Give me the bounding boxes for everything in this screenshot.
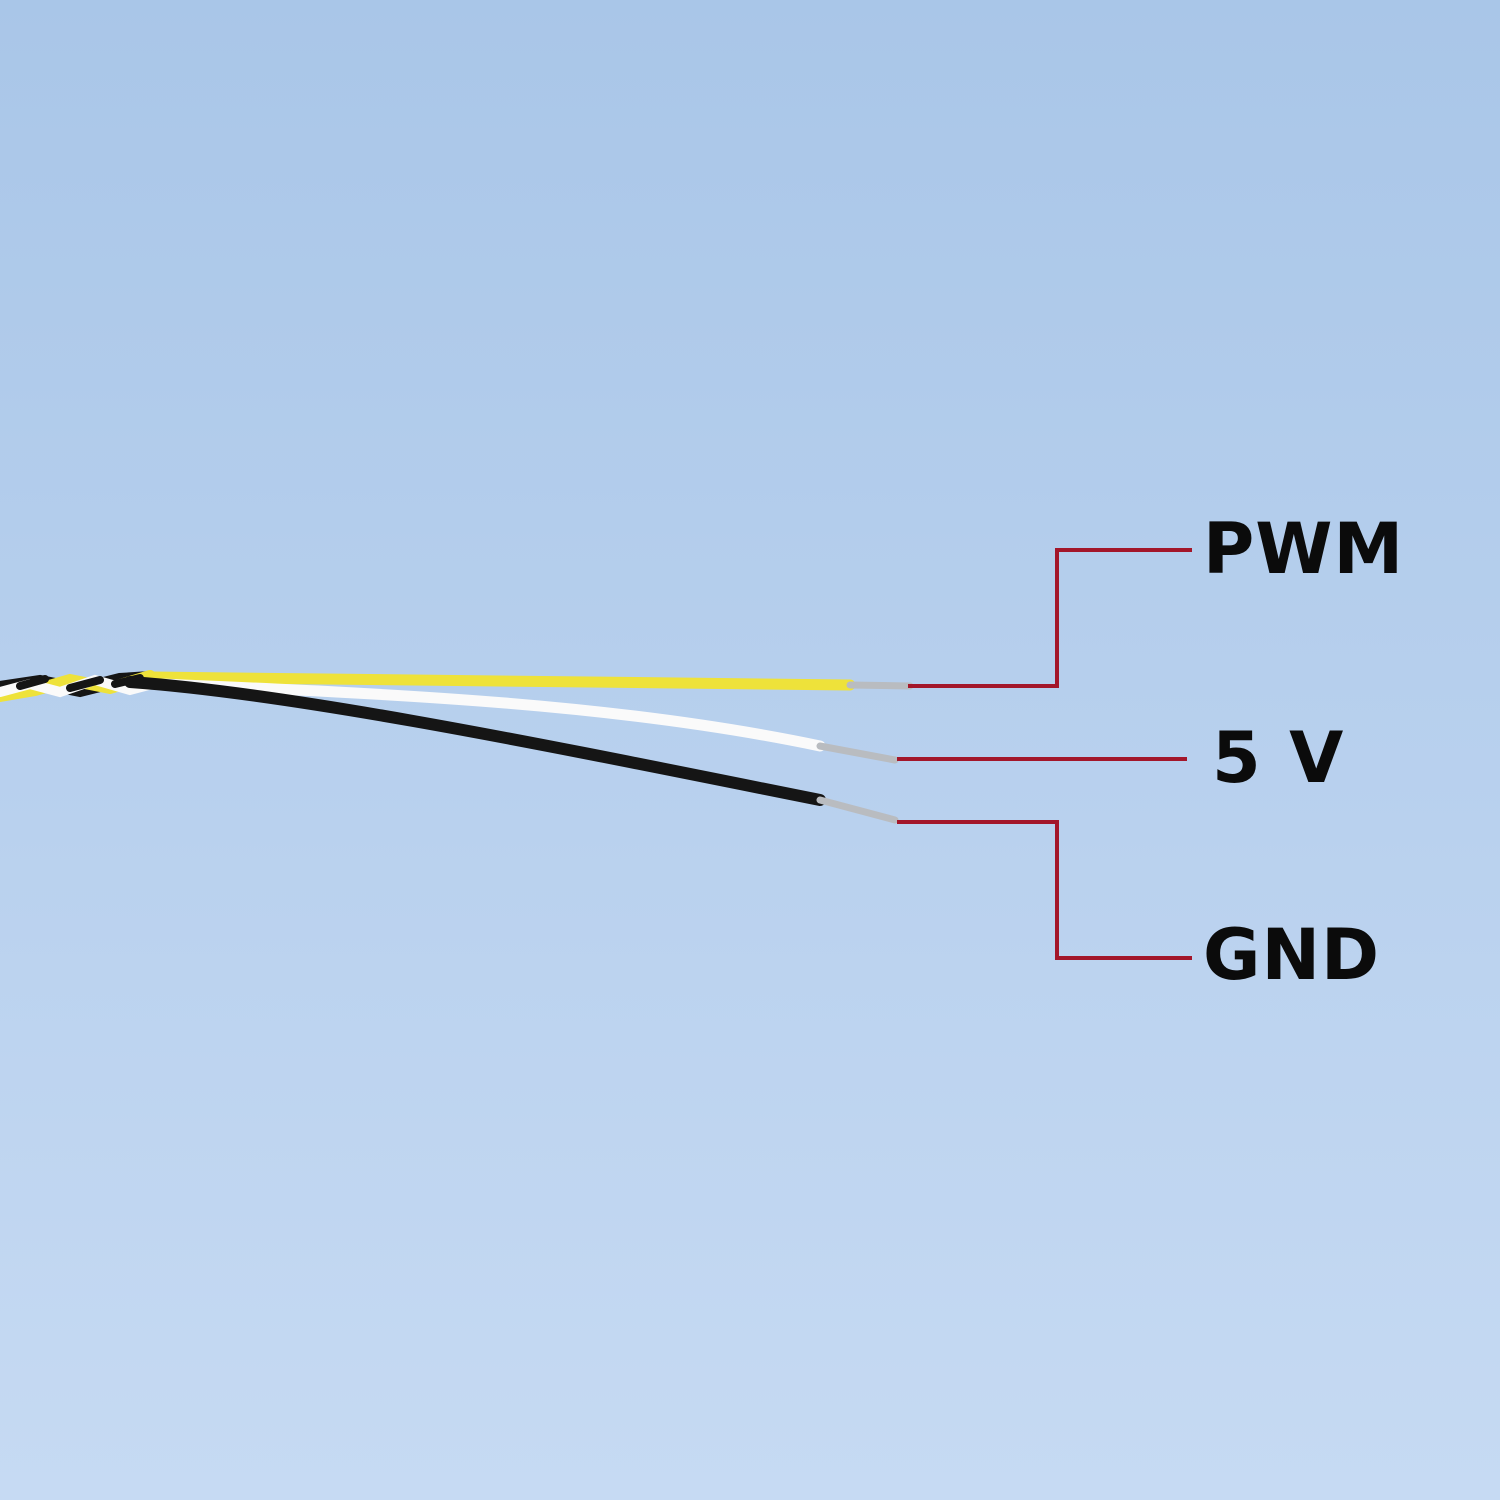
ground-wire-bare-end (816, 796, 899, 824)
5v-label: 5 V (1212, 717, 1346, 799)
gnd-leader-line (897, 820, 1192, 960)
gnd-label: GND (1203, 914, 1381, 996)
signal-wire-bare-end (846, 681, 914, 690)
ground-wire-black (124, 676, 826, 806)
signal-wire-yellow (144, 671, 856, 691)
power-wire-bare-end (816, 742, 899, 764)
pwm-leader-line (908, 548, 1192, 688)
power-wire-white (154, 678, 826, 752)
pwm-label: PWM (1203, 508, 1405, 590)
